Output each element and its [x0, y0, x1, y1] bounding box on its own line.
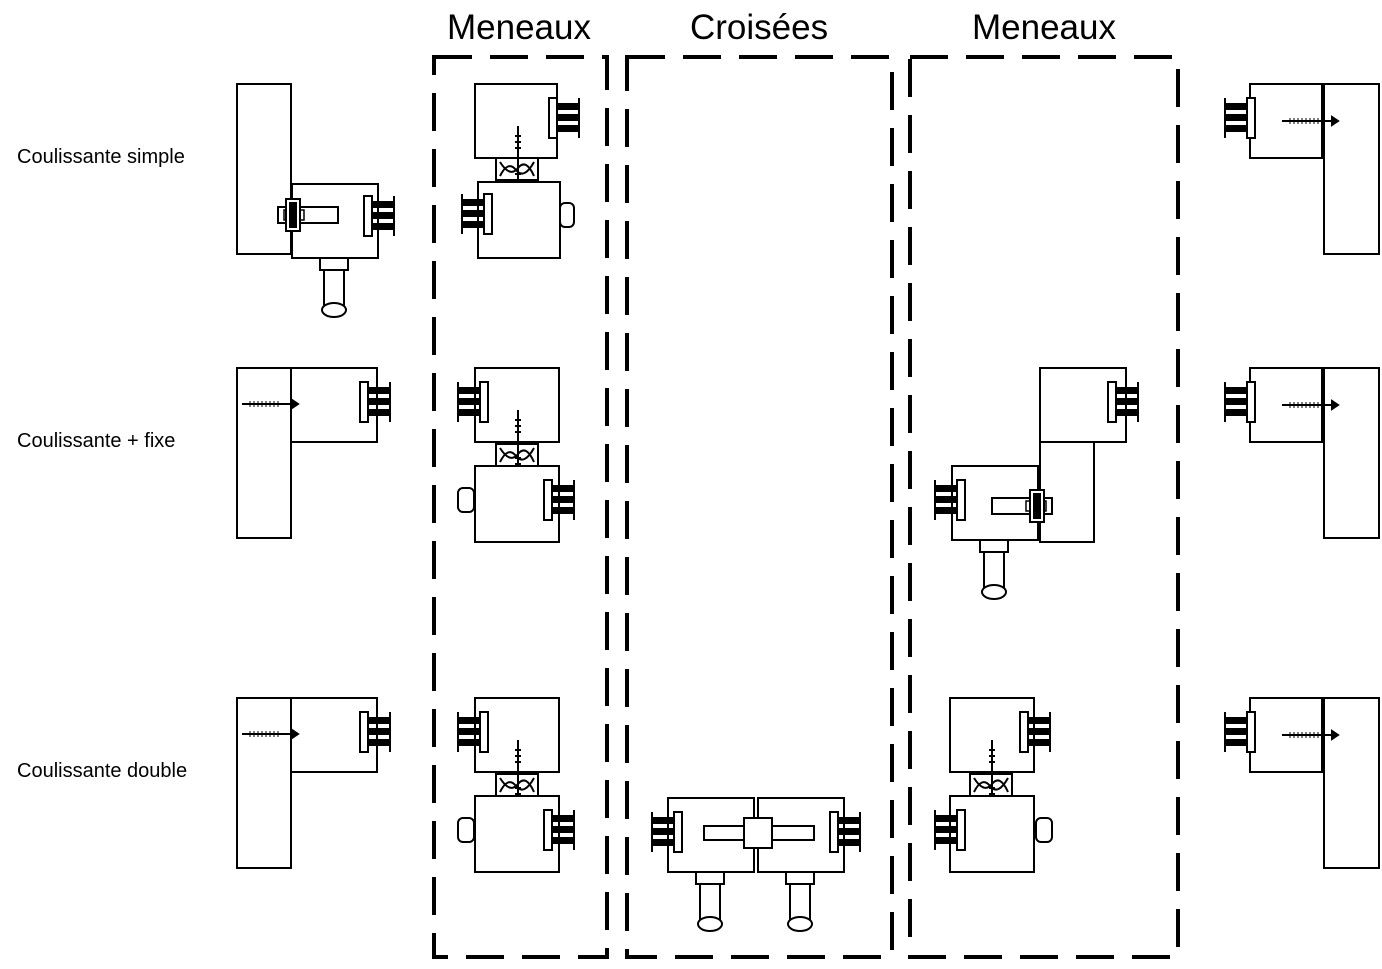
dashed-frame-left-mullions [432, 55, 609, 959]
row-label-coulissante-double: Coulissante double [17, 760, 188, 782]
row-label-coulissante-fixe: Coulissante + fixe [17, 430, 176, 452]
row-label-coulissante-simple: Coulissante simple [17, 146, 185, 168]
profile-right-jamb-row3 [1224, 697, 1380, 869]
profile-right-jamb-row2 [1224, 367, 1380, 539]
dashed-frame-right-mullions [908, 55, 1180, 959]
profile-left-mullion-row2 [457, 367, 575, 543]
profile-cross-bar-row3 [651, 797, 861, 932]
profile-left-mullion-row3 [457, 697, 575, 873]
profile-left-jamb-row1 [236, 83, 395, 318]
profile-left-jamb-row3 [236, 697, 391, 869]
column-heading-meneaux-left: Meneaux [447, 8, 591, 47]
profile-left-mullion-row1 [461, 83, 580, 259]
profile-right-jamb-row1 [1224, 83, 1380, 255]
profile-right-mullion-row3 [934, 697, 1053, 873]
profile-right-mullion-row2 [934, 367, 1139, 600]
profile-left-jamb-row2 [236, 367, 391, 539]
dashed-frame-cross-bars [625, 55, 894, 959]
column-heading-croisees: Croisées [690, 8, 829, 47]
column-heading-meneaux-right: Meneaux [972, 8, 1116, 47]
